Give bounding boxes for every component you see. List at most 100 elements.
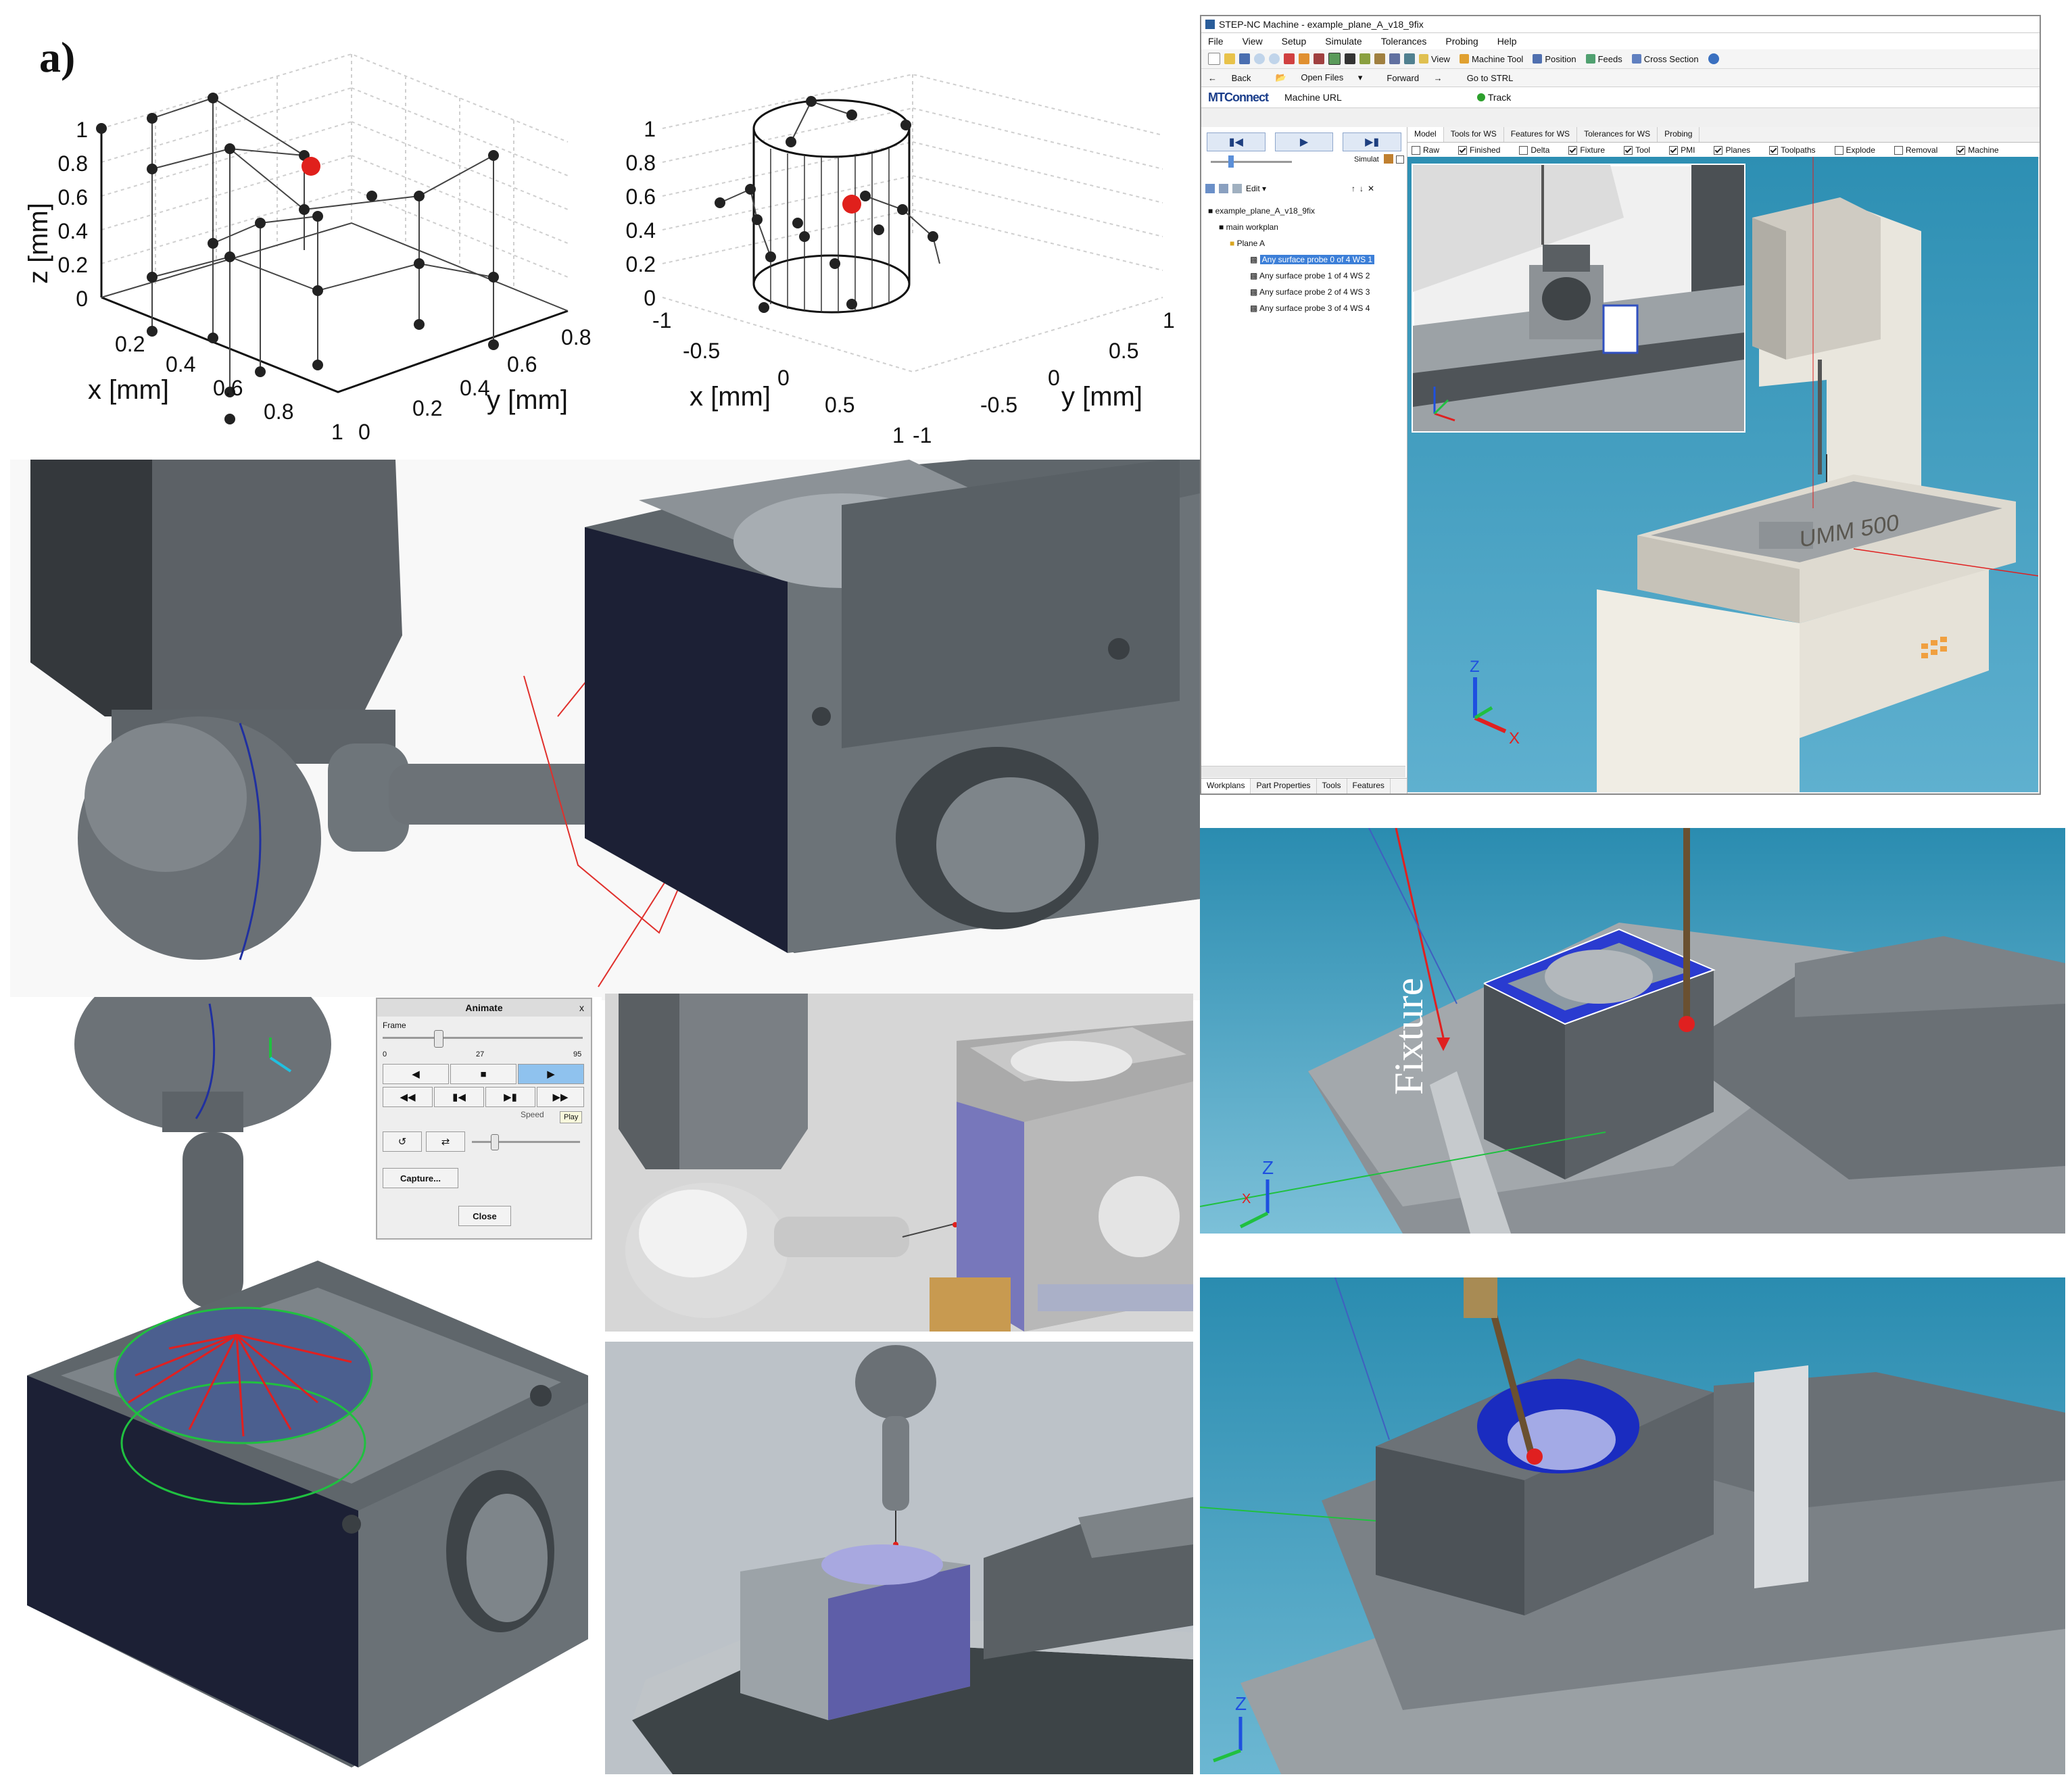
loop-button[interactable]: ↺ [383,1131,422,1152]
zoom-in-icon[interactable] [1254,53,1265,64]
delete-icon[interactable]: ✕ [1368,184,1375,193]
move-up-icon[interactable]: ↑ [1351,184,1356,193]
tab-tolerances-for-ws[interactable]: Tolerances for WS [1577,127,1658,142]
tree-horizontal-scrollbar[interactable] [1201,766,1405,777]
tree-props-icon[interactable] [1219,184,1228,193]
tree-item-probe[interactable]: ▩ Any surface probe 2 of 4 WS 3 [1208,284,1374,300]
simulate-settings-icon[interactable] [1384,154,1393,164]
tree-view-icon[interactable] [1205,184,1215,193]
speed-slider-thumb[interactable] [491,1134,499,1150]
display-option-machine[interactable]: Machine [1956,145,2008,155]
close-button[interactable]: Close [458,1206,511,1226]
go-to-strl-button[interactable]: Go to STRL [1466,72,1514,83]
tree-item-root[interactable]: ■ example_plane_A_v18_9fix [1208,203,1374,219]
track-toggle[interactable]: Track [1476,92,1511,103]
fit-view-icon[interactable] [1284,53,1295,64]
menu-probing[interactable]: Probing [1445,36,1478,47]
display-option-removal[interactable]: Removal [1894,145,1947,155]
move-icon[interactable] [1345,53,1355,64]
checkbox[interactable] [1458,145,1468,155]
skip-end-button[interactable]: ▶▮ [485,1087,535,1107]
display-option-toolpaths[interactable]: Toolpaths [1769,145,1825,155]
open-folder-icon[interactable] [1224,53,1235,64]
display-option-explode[interactable]: Explode [1834,145,1885,155]
check-icon[interactable] [1404,53,1415,64]
display-option-pmi[interactable]: PMI [1669,145,1704,155]
new-file-icon[interactable] [1208,53,1220,65]
checkbox[interactable] [1894,145,1903,155]
tree-copy-icon[interactable] [1232,184,1242,193]
edit-menu[interactable]: Edit ▾ [1246,184,1267,193]
tree-item-plane[interactable]: ■ Plane A [1208,235,1374,251]
open-files-button[interactable]: 📂 Open Files ▾ [1276,72,1375,83]
tool-icon[interactable] [1359,53,1370,64]
tree-item-probe[interactable]: ▩ Any surface probe 0 of 4 WS 1 [1208,251,1375,268]
play-button[interactable]: ▶ [518,1064,584,1084]
checkbox[interactable] [1956,145,1966,155]
display-option-delta[interactable]: Delta [1519,145,1559,155]
fast-forward-button[interactable]: ▶▶ [537,1087,584,1107]
frame-slider[interactable] [383,1037,583,1039]
tab-features-for-ws[interactable]: Features for WS [1504,127,1578,142]
tab-workplans[interactable]: Workplans [1201,779,1251,794]
checkbox[interactable] [1714,145,1723,155]
checkbox[interactable] [1568,145,1578,155]
machine-tool-button[interactable]: Machine Tool [1459,54,1523,64]
tab-features[interactable]: Features [1347,779,1391,794]
select-icon[interactable] [1328,53,1341,65]
menu-setup[interactable]: Setup [1281,36,1307,47]
machine-url-label[interactable]: Machine URL [1284,92,1342,103]
probe-icon[interactable] [1374,53,1385,64]
menu-tolerances[interactable]: Tolerances [1380,36,1427,47]
speed-slider[interactable] [472,1141,580,1143]
simulation-speed-thumb[interactable] [1228,155,1234,168]
checkbox[interactable] [1412,145,1420,155]
feeds-button[interactable]: Feeds [1585,54,1622,64]
view-button[interactable]: View [1419,54,1450,64]
simulation-speed-slider[interactable] [1211,161,1292,163]
rewind-button[interactable]: ◀◀ [383,1087,433,1107]
checkbox[interactable] [1519,145,1528,155]
tree-item-probe[interactable]: ▩ Any surface probe 1 of 4 WS 2 [1208,268,1374,284]
close-icon[interactable]: x [579,1002,584,1013]
capture-button[interactable]: Capture... [383,1168,458,1188]
checkbox[interactable] [1624,145,1633,155]
display-option-fixture[interactable]: Fixture [1568,145,1614,155]
display-option-planes[interactable]: Planes [1714,145,1760,155]
tab-part-properties[interactable]: Part Properties [1251,779,1317,794]
checkbox[interactable] [1769,145,1779,155]
skip-end-button[interactable]: ▶▮ [1343,132,1402,151]
stop-button[interactable]: ■ [450,1064,516,1084]
zoom-out-icon[interactable] [1269,53,1280,64]
back-button[interactable]: ← Back [1208,73,1263,83]
rewind-start-button[interactable]: ▮◀ [1207,132,1266,151]
move-down-icon[interactable]: ↓ [1359,184,1364,193]
simulate-checkbox[interactable] [1396,155,1404,164]
path-icon[interactable] [1389,53,1400,64]
tree-item-workplan[interactable]: ■ main workplan [1208,219,1374,235]
display-option-finished[interactable]: Finished [1458,145,1510,155]
play-simulation-button[interactable]: ▶ [1274,132,1334,151]
tab-tools[interactable]: Tools [1317,779,1347,794]
frame-slider-thumb[interactable] [434,1030,443,1048]
display-option-tool[interactable]: Tool [1624,145,1660,155]
tab-probing[interactable]: Probing [1658,127,1700,142]
menu-file[interactable]: File [1208,36,1224,47]
skip-start-button[interactable]: ▮◀ [434,1087,484,1107]
help-icon[interactable] [1708,53,1719,64]
record-icon[interactable] [1314,53,1324,64]
position-button[interactable]: Position [1533,54,1576,64]
rotate-icon[interactable] [1299,53,1309,64]
checkbox[interactable] [1669,145,1679,155]
menu-simulate[interactable]: Simulate [1325,36,1362,47]
forward-button[interactable]: Forward → [1387,73,1454,83]
checkbox[interactable] [1834,145,1844,155]
step-back-button[interactable]: ◀ [383,1064,449,1084]
tree-item-probe[interactable]: ▩ Any surface probe 3 of 4 WS 4 [1208,300,1374,316]
menu-view[interactable]: View [1242,36,1263,47]
bounce-button[interactable]: ⇄ [426,1131,465,1152]
tab-tools-for-ws[interactable]: Tools for WS [1444,127,1504,142]
tab-model[interactable]: Model [1407,127,1444,142]
cross-section-button[interactable]: Cross Section [1631,54,1699,64]
menu-help[interactable]: Help [1497,36,1517,47]
